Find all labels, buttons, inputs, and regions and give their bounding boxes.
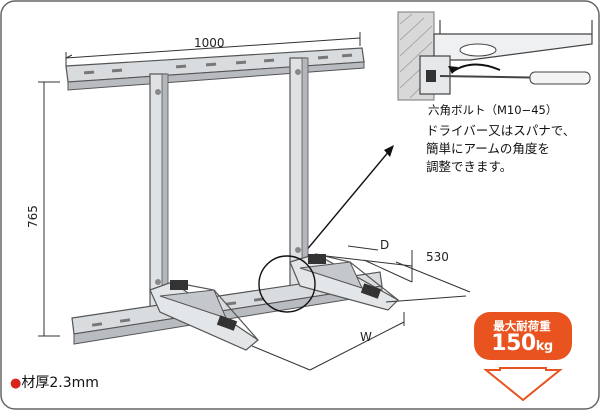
thickness-label: 材厚2.3mm (21, 375, 99, 391)
bullet-icon: ● (10, 376, 22, 391)
adjust-note: ドライバー又はスパナで、 簡単にアームの角度を 調整できます。 (426, 122, 575, 176)
w-label: W (360, 330, 372, 344)
width-label: 1000 (194, 36, 225, 50)
load-value-number: 150 (491, 331, 536, 356)
bolt-label: 六角ボルト（M10−45） (428, 103, 558, 117)
height-dimension (38, 81, 60, 337)
depth-dimensions (251, 245, 471, 371)
height-label: 765 (26, 205, 40, 228)
load-badge-title: 最大耐荷重 (493, 319, 551, 333)
right-post (289, 57, 309, 291)
thickness-spec: ●材厚2.3mm (10, 372, 99, 392)
load-value-unit: kg (535, 339, 553, 354)
inset-detail (397, 11, 593, 101)
depth-label: 530 (426, 250, 449, 264)
load-badge-shape (474, 312, 572, 402)
left-arm (149, 280, 259, 351)
note-line: 簡単にアームの角度を (426, 141, 550, 156)
left-post (149, 73, 169, 313)
d-label: D (380, 238, 390, 252)
right-arm (289, 253, 399, 311)
top-rail (65, 47, 365, 91)
note-line: 調整できます。 (426, 159, 513, 174)
magnifier-circle (258, 255, 316, 313)
callout-arrow (299, 149, 391, 259)
load-badge-value: 150kg (472, 331, 572, 356)
width-dimension (65, 32, 361, 66)
note-line: ドライバー又はスパナで、 (426, 123, 576, 138)
